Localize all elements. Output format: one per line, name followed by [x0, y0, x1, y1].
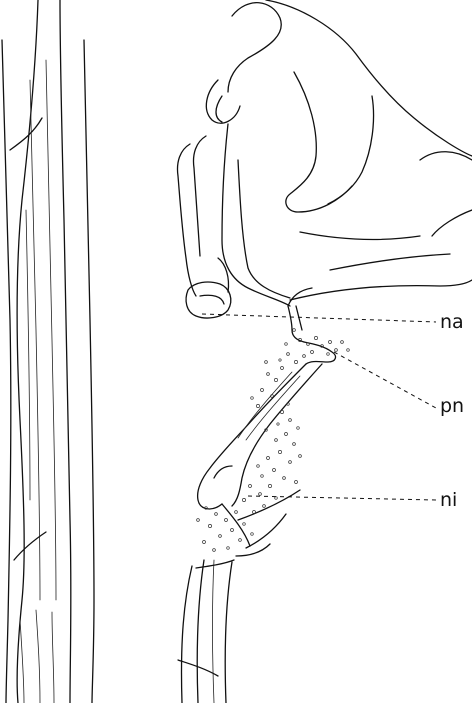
label-ni: ni	[440, 489, 457, 511]
upper-lobed-mass	[206, 0, 472, 306]
label-pn: pn	[440, 395, 464, 417]
left-fibre-strand	[2, 0, 94, 703]
small-end-bulb	[178, 136, 231, 318]
leader-line-na	[202, 314, 436, 322]
leader-line-pn	[334, 352, 436, 408]
central-rod-and-joint	[178, 306, 335, 703]
stipple-ni-cluster	[197, 403, 302, 552]
label-na: na	[440, 311, 464, 333]
